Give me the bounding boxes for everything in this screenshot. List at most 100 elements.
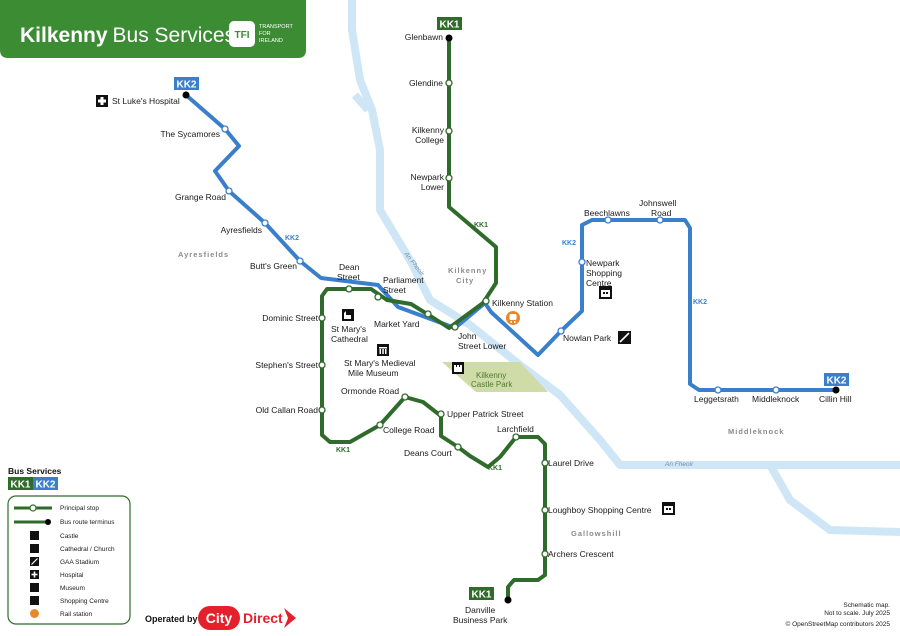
stop-label-beechlawns[interactable]: Beechlawns xyxy=(584,208,630,218)
stop-label-johnswell-road[interactable]: Johnswell xyxy=(639,198,676,208)
shopping-centre-icon xyxy=(30,596,39,605)
stop-label-kilkenny-college[interactable]: College xyxy=(415,135,444,145)
stop-label-kilkenny-college[interactable]: Kilkenny xyxy=(412,125,445,135)
route-tag-kk2: KK2 xyxy=(693,299,707,306)
brand-direct: Direct xyxy=(243,610,283,626)
legend-castle: Castle xyxy=(60,533,79,540)
stop-marker-laurel-drive[interactable] xyxy=(541,459,549,467)
stop-label-loughboy[interactable]: Loughboy Shopping Centre xyxy=(548,505,652,515)
stop-marker-deans-court[interactable] xyxy=(454,443,462,451)
stop-marker-beechlawns[interactable] xyxy=(604,216,612,224)
gaa-stadium-icon xyxy=(618,331,631,344)
stop-label-grange-road[interactable]: Grange Road xyxy=(175,192,226,202)
stop-marker-kilkenny-college[interactable] xyxy=(445,127,453,135)
stop-label-johnswell-road[interactable]: Road xyxy=(651,208,672,218)
terminus-dot[interactable] xyxy=(504,596,512,604)
stop-label-kilkenny-station[interactable]: Kilkenny Station xyxy=(492,298,553,308)
stop-marker-johnswell-road[interactable] xyxy=(656,216,664,224)
stop-label-archers-crescent[interactable]: Archers Crescent xyxy=(548,549,614,559)
legend-badge-kk2: KK2 xyxy=(35,480,55,491)
legend-shopping: Shopping Centre xyxy=(60,598,109,605)
stop-label-newpark-sc[interactable]: Centre xyxy=(586,278,612,288)
stop-label-newpark-sc[interactable]: Newpark xyxy=(586,258,620,268)
stop-marker-dean-street[interactable] xyxy=(345,285,353,293)
stop-label-larchfield[interactable]: Larchfield xyxy=(497,424,534,434)
stop-label-st-lukes[interactable]: St Luke's Hospital xyxy=(112,96,180,106)
terminus-dot[interactable] xyxy=(832,386,840,394)
stop-label-john-street[interactable]: John xyxy=(458,331,477,341)
note-line: © OpenStreetMap contributors 2025 xyxy=(785,620,890,628)
stop-label-middleknock[interactable]: Middleknock xyxy=(752,394,800,404)
tfi-logo: TFI TRANSPORT FOR IRELAND xyxy=(229,21,293,47)
stop-marker-college-road[interactable] xyxy=(376,421,384,429)
route-tag-kk2: KK2 xyxy=(285,235,299,242)
stop-label-dean-street[interactable]: Street xyxy=(337,272,360,282)
terminus-dot[interactable] xyxy=(445,34,453,42)
stop-label-nowlan-park[interactable]: Nowlan Park xyxy=(563,333,612,343)
stop-marker-grange-road[interactable] xyxy=(225,187,233,195)
river-label: An Fheoir xyxy=(664,461,694,468)
stop-label-laurel-drive[interactable]: Laurel Drive xyxy=(548,458,594,468)
stop-marker-leggetsrath[interactable] xyxy=(714,386,722,394)
stop-marker-archers-crescent[interactable] xyxy=(541,550,549,558)
stop-marker-market-yard[interactable] xyxy=(424,310,432,318)
legend-stop-icon xyxy=(29,504,37,512)
stop-label-butts-green[interactable]: Butt's Green xyxy=(250,261,297,271)
stop-label-danville[interactable]: Danville xyxy=(465,605,496,615)
shopping-centre-icon xyxy=(662,502,675,515)
terminus-dot[interactable] xyxy=(182,91,190,99)
stop-label-market-yard[interactable]: Market Yard xyxy=(374,319,420,329)
stop-marker-glendine[interactable] xyxy=(445,79,453,87)
stop-label-leggetsrath[interactable]: Leggetsrath xyxy=(694,394,739,404)
stop-marker-nowlan-park[interactable] xyxy=(557,327,565,335)
route-badge-label: KK2 xyxy=(176,80,196,91)
stop-label-dean-street[interactable]: Dean xyxy=(339,262,360,272)
stop-marker-loughboy[interactable] xyxy=(541,506,549,514)
stop-marker-middleknock[interactable] xyxy=(772,386,780,394)
stop-label-newpark-sc[interactable]: Shopping xyxy=(586,268,622,278)
stop-label-college-road[interactable]: College Road xyxy=(383,425,435,435)
stop-marker-ormonde-road[interactable] xyxy=(401,393,409,401)
stop-marker-old-callan-road[interactable] xyxy=(318,406,326,414)
stop-marker-butts-green[interactable] xyxy=(296,257,304,265)
stop-marker-stephens-street[interactable] xyxy=(318,361,326,369)
route-tag-kk1: KK1 xyxy=(474,222,488,229)
stop-marker-kilkenny-station[interactable] xyxy=(482,297,490,305)
stop-marker-newpark-sc[interactable] xyxy=(578,258,586,266)
stop-label-dominic-street[interactable]: Dominic Street xyxy=(262,313,318,323)
stop-marker-newpark-lower[interactable] xyxy=(445,174,453,182)
stop-label-newpark-lower[interactable]: Lower xyxy=(421,182,444,192)
legend-heading: Bus Services xyxy=(8,466,62,476)
area-label-gallowshill: Gallowshill xyxy=(571,529,622,538)
stop-label-deans-court[interactable]: Deans Court xyxy=(404,448,452,458)
stop-marker-dominic-street[interactable] xyxy=(318,314,326,322)
stop-label-parliament-street[interactable]: Street xyxy=(383,285,406,295)
tfi-logo-text: IRELAND xyxy=(259,38,283,44)
stop-label-ormonde-road[interactable]: Ormonde Road xyxy=(341,386,399,396)
stop-marker-parliament-street[interactable] xyxy=(374,293,382,301)
stop-marker-upper-patrick-street[interactable] xyxy=(437,410,445,418)
tfi-logo-text: TRANSPORT xyxy=(259,24,293,30)
stop-label-john-street[interactable]: Street Lower xyxy=(458,341,506,351)
legend-museum: Museum xyxy=(60,585,85,592)
stop-label-newpark-lower[interactable]: Newpark xyxy=(410,172,444,182)
stop-label-upper-patrick-street[interactable]: Upper Patrick Street xyxy=(447,409,524,419)
stop-label-glenbawn[interactable]: Glenbawn xyxy=(405,32,444,42)
stop-label-old-callan-road[interactable]: Old Callan Road xyxy=(256,405,319,415)
route-badge-kk1: KK1 xyxy=(437,17,462,31)
cathedral-icon xyxy=(342,309,354,321)
museum-icon xyxy=(377,344,389,356)
stop-marker-sycamores[interactable] xyxy=(221,125,229,133)
brand-city: City xyxy=(206,610,233,626)
stop-label-stephens-street[interactable]: Stephen's Street xyxy=(255,360,318,370)
route-badge-label: KK1 xyxy=(439,20,459,31)
stop-label-parliament-street[interactable]: Parliament xyxy=(383,275,424,285)
stop-marker-john-street[interactable] xyxy=(451,323,459,331)
stop-marker-ayresfields[interactable] xyxy=(261,219,269,227)
stop-marker-larchfield[interactable] xyxy=(512,433,520,441)
stop-label-ayresfields[interactable]: Ayresfields xyxy=(221,225,262,235)
stop-label-sycamores[interactable]: The Sycamores xyxy=(160,129,220,139)
stop-label-danville[interactable]: Business Park xyxy=(453,615,508,625)
stop-label-glendine[interactable]: Glendine xyxy=(409,78,443,88)
stop-label-cillin-hill[interactable]: Cillin Hill xyxy=(819,394,852,404)
